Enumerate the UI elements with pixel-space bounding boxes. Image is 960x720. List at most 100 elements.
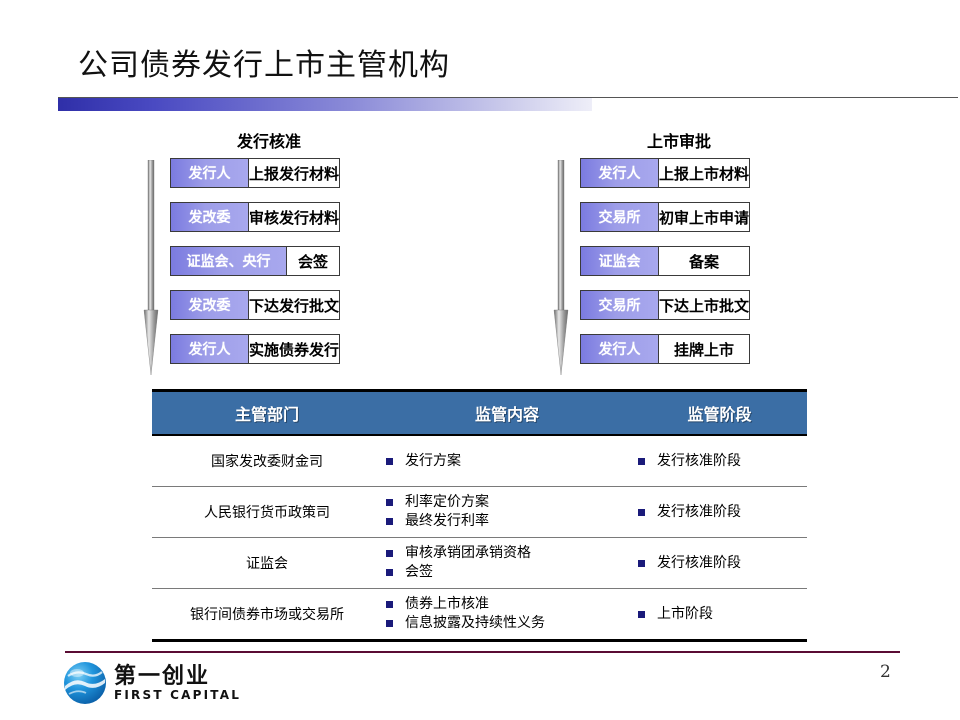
company-logo: 第一创业 FIRST CAPITAL [62, 660, 241, 706]
list-item: 最终发行利率 [386, 512, 632, 531]
flow-step-action: 下达发行批文 [249, 296, 340, 315]
cell-stage: 发行核准阶段 [632, 554, 807, 573]
list-item-label: 审核承销团承销资格 [405, 545, 531, 561]
list-item: 会签 [386, 563, 632, 582]
bullet-square-icon [386, 620, 393, 627]
column-header-content: 监管内容 [474, 405, 539, 424]
list-item: 上市阶段 [638, 605, 807, 624]
flow-step-agent: 证监会 [581, 247, 659, 275]
table-row[interactable]: 人民银行货币政策司 利率定价方案最终发行利率 发行核准阶段 [152, 487, 807, 538]
cell-content: 利率定价方案最终发行利率 [382, 493, 632, 531]
list-item-label: 发行核准阶段 [657, 554, 741, 571]
list-item: 审核承销团承销资格 [386, 544, 632, 563]
flow-step-agent: 证监会、央行 [171, 247, 287, 275]
flow-step-agent: 发改委 [171, 291, 249, 319]
flow-step[interactable]: 交易所初审上市申请 [580, 202, 751, 232]
bullet-square-icon [386, 569, 393, 576]
flow-title-issuance: 发行核准 [236, 132, 301, 151]
flow-rows-listing: 发行人上报上市材料交易所初审上市申请证监会备案交易所下达上市批文发行人挂牌上市 [580, 158, 751, 364]
list-item: 发行核准阶段 [638, 554, 807, 573]
cell-content: 债券上市核准信息披露及持续性义务 [382, 595, 632, 633]
bullet-square-icon [638, 457, 645, 465]
bullet-square-icon [638, 508, 645, 516]
logo-english-name: FIRST CAPITAL [114, 688, 242, 702]
footer-divider-line [65, 651, 900, 653]
bullet-square-icon [386, 518, 393, 525]
cell-stage: 上市阶段 [632, 605, 807, 624]
list-item: 利率定价方案 [386, 493, 632, 512]
flow-step[interactable]: 发改委下达发行批文 [170, 290, 341, 320]
flow-step[interactable]: 证监会 备案 [580, 246, 751, 276]
downward-arrow-icon [143, 160, 159, 375]
cell-stage-list: 上市阶段 [638, 605, 807, 624]
list-item-label: 最终发行利率 [405, 513, 489, 529]
list-item-label: 发行核准阶段 [657, 503, 741, 520]
title-accent-bar [58, 98, 592, 111]
flow-step[interactable]: 发改委审核发行材料 [170, 202, 341, 232]
cell-stage: 发行核准阶段 [632, 503, 807, 522]
flow-diagram-issuance-approval: 发行核准 发行人上报发行材料发改委审核发行材料证监会、央行会签发改委下达发行批文… [140, 128, 398, 378]
table-row[interactable]: 证监会 审核承销团承销资格会签 发行核准阶段 [152, 538, 807, 589]
cell-stage-list: 发行核准阶段 [638, 503, 807, 522]
bullet-square-icon [386, 601, 393, 608]
flow-step-agent: 发改委 [171, 203, 249, 231]
flow-step[interactable]: 证监会、央行会签 [170, 246, 341, 276]
list-item-label: 上市阶段 [657, 605, 713, 622]
bullet-square-icon [386, 457, 393, 465]
table-row[interactable]: 银行间债券市场或交易所 债券上市核准信息披露及持续性义务 上市阶段 [152, 589, 807, 639]
flow-step[interactable]: 发行人挂牌上市 [580, 334, 751, 364]
title-divider-line [58, 97, 958, 98]
flow-step-action: 备案 [689, 252, 720, 271]
cell-department: 国家发改委财金司 [211, 454, 323, 470]
logo-text-block: 第一创业 FIRST CAPITAL [114, 664, 241, 702]
bullet-square-icon [638, 610, 645, 618]
flow-step[interactable]: 发行人上报上市材料 [580, 158, 751, 188]
flow-step-action: 会签 [298, 252, 329, 271]
flow-step[interactable]: 交易所下达上市批文 [580, 290, 751, 320]
list-item: 债券上市核准 [386, 595, 632, 614]
list-item: 发行核准阶段 [638, 503, 807, 522]
cell-content: 审核承销团承销资格会签 [382, 544, 632, 582]
flow-step-action: 上报发行材料 [249, 164, 340, 183]
flow-step-action: 上报上市材料 [659, 164, 750, 183]
flow-step-agent: 交易所 [581, 291, 659, 319]
table-body: 国家发改委财金司发行方案发行核准阶段人民银行货币政策司利率定价方案最终发行利率发… [152, 436, 807, 639]
flow-rows-issuance: 发行人上报发行材料发改委审核发行材料证监会、央行会签发改委下达发行批文发行人实施… [170, 158, 341, 364]
table-header-row: 主管部门 监管内容 监管阶段 [152, 392, 807, 436]
list-item-label: 利率定价方案 [405, 494, 489, 510]
table-row[interactable]: 国家发改委财金司 发行方案 发行核准阶段 [152, 436, 807, 487]
flow-step-action: 审核发行材料 [249, 208, 340, 227]
globe-icon [64, 662, 106, 704]
flow-step-agent: 发行人 [581, 335, 659, 363]
flow-step-agent: 发行人 [171, 159, 249, 187]
cell-stage-list: 发行核准阶段 [638, 554, 807, 573]
list-item: 信息披露及持续性义务 [386, 614, 632, 633]
bullet-square-icon [386, 550, 393, 557]
flow-step-action: 挂牌上市 [674, 340, 735, 359]
flow-title-listing: 上市审批 [646, 132, 711, 151]
list-item-label: 会签 [405, 564, 433, 580]
flow-step-action: 初审上市申请 [659, 208, 750, 227]
logo-chinese-name: 第一创业 [114, 663, 211, 689]
cell-department: 银行间债券市场或交易所 [190, 607, 344, 623]
list-item-label: 发行核准阶段 [657, 452, 741, 469]
cell-content-list: 利率定价方案最终发行利率 [386, 493, 632, 531]
column-header-stage: 监管阶段 [687, 405, 752, 424]
page-title: 公司债券发行上市主管机构 [78, 48, 450, 83]
flow-step[interactable]: 发行人实施债券发行 [170, 334, 341, 364]
cell-content: 发行方案 [382, 452, 632, 471]
cell-stage-list: 发行核准阶段 [638, 452, 807, 471]
flow-step[interactable]: 发行人上报发行材料 [170, 158, 341, 188]
flow-step-agent: 发行人 [581, 159, 659, 187]
list-item-label: 债券上市核准 [405, 596, 489, 612]
column-header-department: 主管部门 [234, 405, 299, 424]
flow-diagram-listing-approval: 上市审批 发行人上报上市材料交易所初审上市申请证监会备案交易所下达上市批文发行人… [550, 128, 808, 378]
flow-step-action: 实施债券发行 [249, 340, 340, 359]
downward-arrow-icon [553, 160, 569, 375]
cell-content-list: 发行方案 [386, 452, 632, 471]
cell-department: 证监会 [246, 556, 288, 572]
list-item-label: 发行方案 [405, 452, 461, 469]
cell-stage: 发行核准阶段 [632, 452, 807, 471]
cell-department: 人民银行货币政策司 [204, 505, 330, 521]
